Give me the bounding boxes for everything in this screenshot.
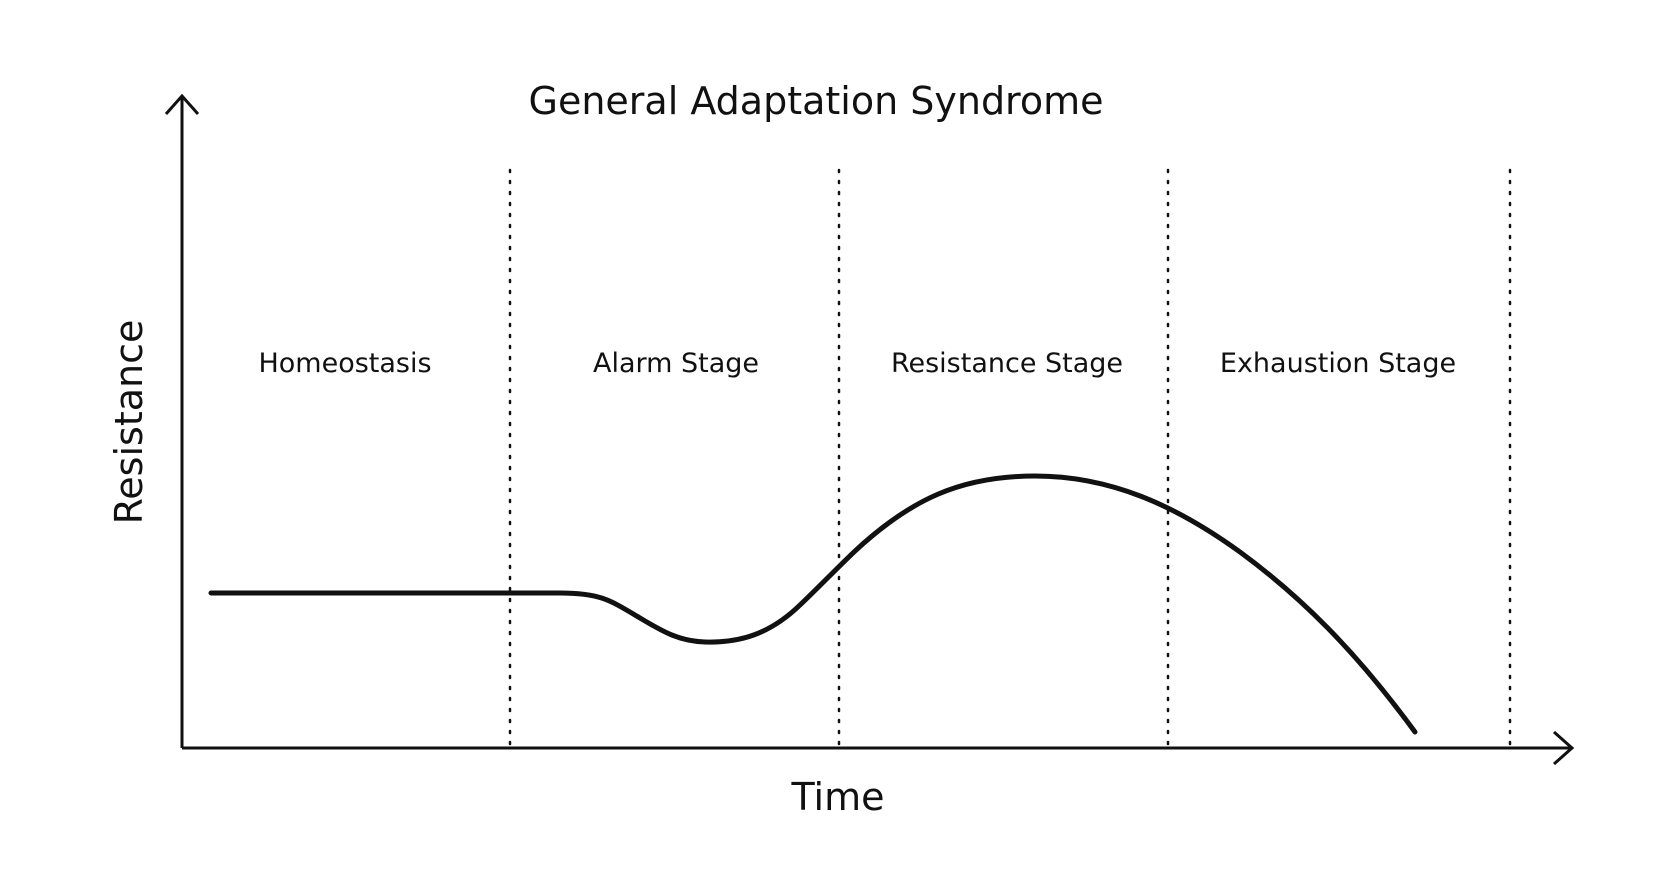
x-axis-label: Time xyxy=(791,775,885,819)
stage-label-resistance: Resistance Stage xyxy=(891,348,1123,379)
stage-label-homeostasis: Homeostasis xyxy=(258,348,431,379)
y-axis-arrowhead xyxy=(164,93,200,115)
y-axis-label: Resistance xyxy=(107,320,151,525)
stage-label-alarm: Alarm Stage xyxy=(593,348,759,379)
stage-label-exhaustion: Exhaustion Stage xyxy=(1220,348,1456,379)
x-axis-arrowhead xyxy=(1553,730,1575,766)
resistance-curve xyxy=(208,473,1418,735)
diagram-title: General Adaptation Syndrome xyxy=(529,79,1104,123)
